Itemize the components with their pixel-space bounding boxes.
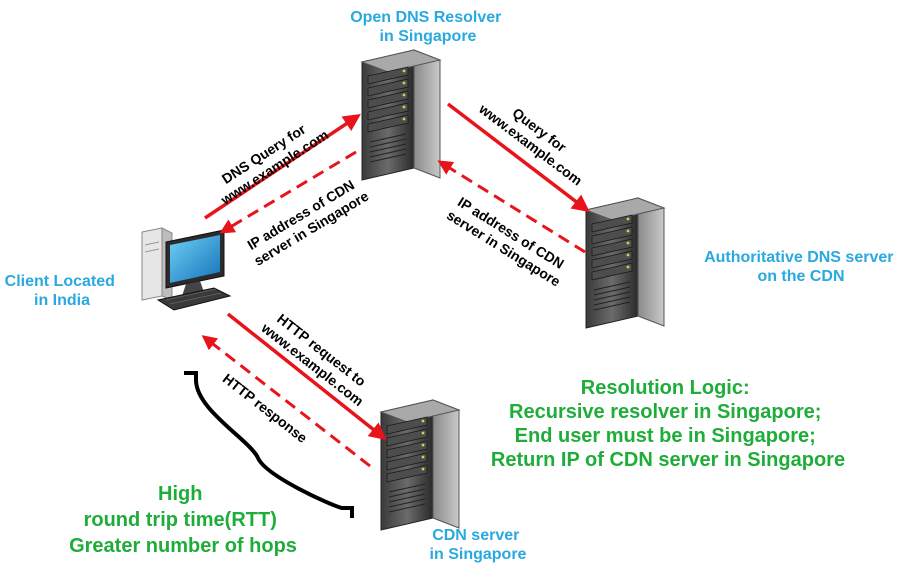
resolution-logic-line4: Return IP of CDN server in Singapore <box>491 449 845 471</box>
ip-from-auth-label: IP address of CDN server in Singapore <box>444 192 573 289</box>
authoritative-label: Authoritative DNS server on the CDN <box>704 249 898 285</box>
cdn-server-icon <box>380 399 460 531</box>
cdn-label-line2: in Singapore <box>430 546 527 563</box>
resolution-logic-text: Resolution Logic: Recursive resolver in … <box>491 377 845 471</box>
rtt-note-line1: High <box>158 483 202 505</box>
client-computer-icon <box>141 227 232 311</box>
resolution-logic-line3: End user must be in Singapore; <box>515 425 816 447</box>
client-label: Client Located in India <box>5 273 120 309</box>
resolver-server-icon <box>361 49 441 181</box>
arrow-http-response <box>201 335 371 468</box>
resolver-label-line1: Open DNS Resolver <box>350 9 501 26</box>
rtt-note-line3: Greater number of hops <box>69 535 297 557</box>
authoritative-server-icon <box>585 197 665 329</box>
arrow-ip-to-client <box>219 150 357 234</box>
authoritative-label-line1: Authoritative DNS server <box>704 249 893 266</box>
cdn-label: CDN server in Singapore <box>430 527 527 563</box>
client-label-line1: Client Located <box>5 273 115 290</box>
rtt-bracket <box>184 371 354 518</box>
authoritative-label-line2: on the CDN <box>757 268 844 285</box>
cdn-label-line1: CDN server <box>432 527 519 544</box>
resolver-label: Open DNS Resolver in Singapore <box>350 9 506 45</box>
ip-to-client-label: IP address of CDN server in Singapore <box>242 173 371 269</box>
rtt-note-line2: round trip time(RTT) <box>84 509 277 531</box>
client-label-line2: in India <box>34 292 90 309</box>
dns-query-label: DNS Query for www.example.com <box>208 112 331 208</box>
arrow-dns-query <box>204 114 361 220</box>
resolution-logic-line2: Recursive resolver in Singapore; <box>509 401 821 423</box>
resolver-label-line2: in Singapore <box>380 28 477 45</box>
arrow-ip-from-auth <box>437 160 586 254</box>
resolution-logic-line1: Resolution Logic: <box>581 377 750 399</box>
arrow-http-request <box>226 312 387 441</box>
rtt-note-text: High round trip time(RTT) Greater number… <box>69 483 297 557</box>
arrow-query-to-auth <box>446 102 590 213</box>
